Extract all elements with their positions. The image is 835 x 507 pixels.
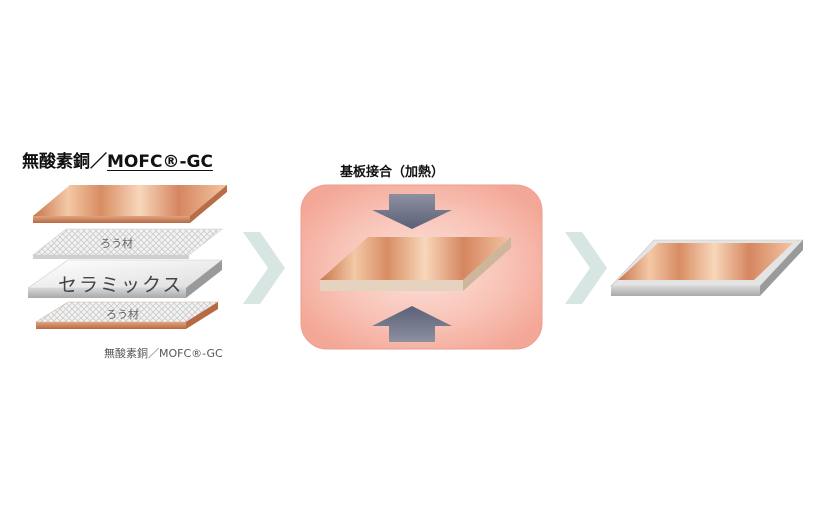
material-brand: MOFC®-GC xyxy=(107,152,213,172)
press-arrow-down xyxy=(372,194,452,229)
process-arrow-1 xyxy=(243,232,285,304)
ceramic-label: セラミックス xyxy=(58,274,184,296)
solder-label-top: ろう材 xyxy=(100,237,133,250)
material-caption: 無酸素銅／MOFC®-GC xyxy=(104,347,223,360)
copper-plate-top xyxy=(33,185,227,223)
ceramic-plate xyxy=(27,259,223,298)
copper-plate-bottom xyxy=(34,301,220,329)
process-title: 基板接合（加熱） xyxy=(340,165,445,180)
process-arrow-2 xyxy=(565,232,607,304)
material-title: 無酸素銅／MOFC®-GC xyxy=(22,147,213,172)
press-arrow-up xyxy=(372,306,452,342)
solder-label-bottom: ろう材 xyxy=(106,308,139,321)
bonded-substrate xyxy=(610,239,804,296)
heating-chamber xyxy=(300,184,543,350)
material-prefix: 無酸素銅／ xyxy=(22,152,107,172)
solder-sheet-top xyxy=(32,228,223,259)
